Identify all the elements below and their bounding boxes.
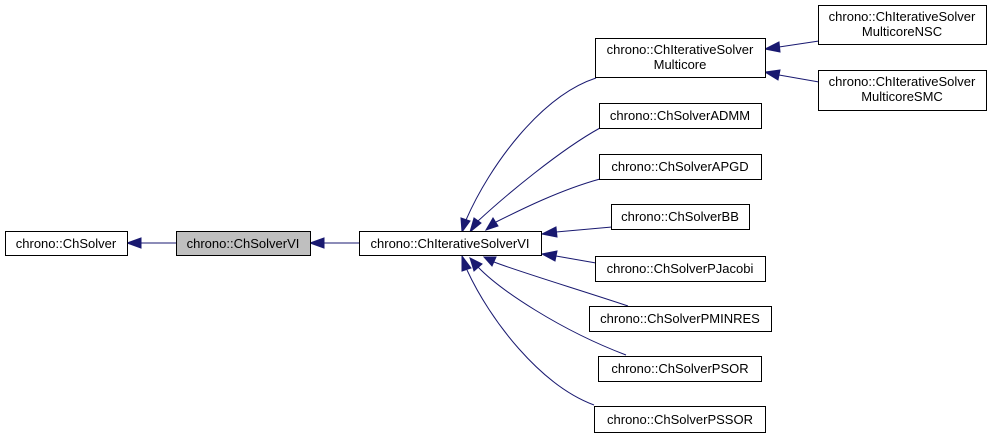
edge-arrowhead: [469, 257, 483, 272]
node-bb[interactable]: chrono::ChSolverBB: [611, 204, 750, 230]
edge-admm-to-chiterativesolvervi: [477, 127, 601, 222]
node-chsolver-label: chrono::ChSolver: [16, 236, 117, 251]
edge-multicorensc-to-multicore: [778, 40, 820, 48]
edge-arrowhead: [469, 217, 482, 234]
edge-arrowhead: [484, 217, 499, 231]
edge-psor-to-chiterativesolvervi: [477, 266, 627, 356]
node-multicorensc-label-line2: MulticoreNSC: [862, 24, 942, 39]
edge-arrowhead: [763, 41, 781, 53]
edge-arrowhead: [461, 254, 472, 272]
edge-apgd-to-chiterativesolvervi: [495, 178, 601, 223]
node-chsolvervi-current[interactable]: chrono::ChSolverVI: [176, 231, 311, 256]
edge-arrowhead: [540, 250, 558, 262]
node-multicore-label-line1: chrono::ChIterativeSolver: [607, 42, 754, 57]
edge-pssor-to-chiterativesolvervi: [466, 269, 595, 406]
node-pminres[interactable]: chrono::ChSolverPMINRES: [589, 306, 772, 332]
node-multicoresmc[interactable]: chrono::ChIterativeSolver MulticoreSMC: [818, 70, 987, 111]
node-psor[interactable]: chrono::ChSolverPSOR: [598, 356, 762, 382]
node-pssor[interactable]: chrono::ChSolverPSSOR: [594, 406, 766, 433]
edge-arrowhead: [482, 256, 497, 267]
edge-bb-to-chiterativesolvervi: [555, 226, 613, 233]
node-multicorensc[interactable]: chrono::ChIterativeSolver MulticoreNSC: [818, 5, 987, 45]
edge-arrowhead: [125, 237, 142, 249]
edge-arrowhead: [763, 69, 781, 81]
node-bb-label: chrono::ChSolverBB: [621, 209, 739, 224]
node-pjacobi-label: chrono::ChSolverPJacobi: [607, 261, 754, 276]
node-pminres-label: chrono::ChSolverPMINRES: [600, 311, 760, 326]
node-chiterativesolvervi[interactable]: chrono::ChIterativeSolverVI: [359, 231, 542, 256]
node-psor-label: chrono::ChSolverPSOR: [611, 361, 748, 376]
node-multicorensc-label-line1: chrono::ChIterativeSolver: [829, 9, 976, 24]
node-chsolvervi-label: chrono::ChSolverVI: [187, 236, 300, 251]
node-apgd[interactable]: chrono::ChSolverAPGD: [599, 154, 762, 180]
edges: [125, 40, 820, 406]
edge-arrowhead: [460, 217, 471, 234]
node-admm-label: chrono::ChSolverADMM: [610, 108, 750, 123]
edge-multicoresmc-to-multicore: [778, 74, 820, 83]
node-apgd-label: chrono::ChSolverAPGD: [611, 159, 748, 174]
node-chsolver[interactable]: chrono::ChSolver: [5, 231, 128, 256]
node-multicore[interactable]: chrono::ChIterativeSolver Multicore: [595, 38, 766, 78]
node-admm[interactable]: chrono::ChSolverADMM: [599, 103, 762, 129]
edge-arrowhead: [540, 226, 558, 238]
edge-pminres-to-chiterativesolvervi: [493, 261, 629, 307]
node-multicoresmc-label-line2: MulticoreSMC: [861, 89, 943, 104]
node-multicoresmc-label-line1: chrono::ChIterativeSolver: [829, 74, 976, 89]
edge-pjacobi-to-chiterativesolvervi: [555, 255, 597, 264]
node-chiterativesolvervi-label: chrono::ChIterativeSolverVI: [371, 236, 530, 251]
node-pssor-label: chrono::ChSolverPSSOR: [607, 412, 753, 427]
edge-multicore-to-chiterativesolvervi: [465, 77, 597, 221]
edge-arrowhead: [308, 237, 325, 249]
node-pjacobi[interactable]: chrono::ChSolverPJacobi: [595, 256, 766, 282]
node-multicore-label-line2: Multicore: [654, 57, 707, 72]
